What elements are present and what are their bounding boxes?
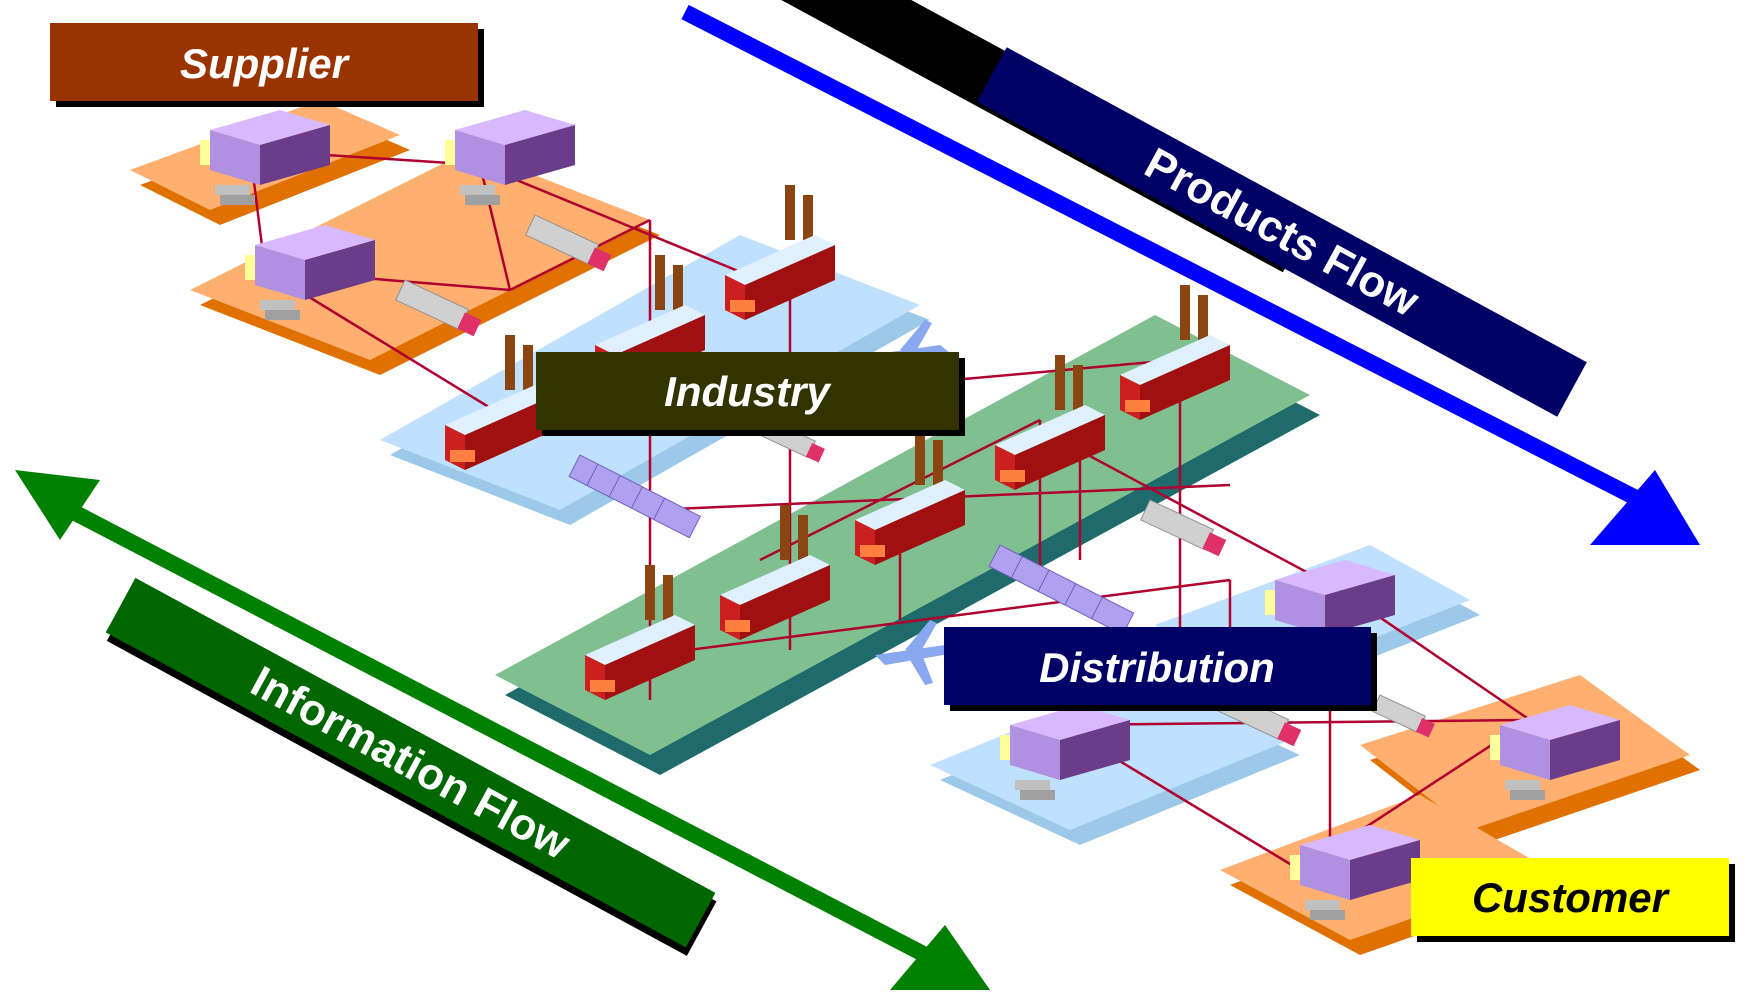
factory-icon bbox=[1120, 285, 1230, 420]
train-icon bbox=[568, 454, 701, 539]
factory-icon bbox=[725, 185, 835, 320]
warehouse-icon bbox=[245, 225, 375, 320]
airplane-icon bbox=[875, 620, 955, 685]
supplier-label-box: Supplier bbox=[50, 23, 484, 107]
train-icon bbox=[988, 544, 1135, 636]
warehouse-icon bbox=[445, 110, 575, 205]
factory-icon bbox=[585, 565, 695, 700]
vehicles bbox=[395, 214, 1435, 747]
warehouse-icon bbox=[1290, 825, 1420, 920]
warehouses bbox=[200, 110, 1620, 920]
industry-label: Industry bbox=[664, 368, 832, 415]
factory-icon bbox=[445, 335, 555, 470]
distribution-label-box: Distribution bbox=[944, 627, 1377, 711]
information-flow-arrow bbox=[15, 470, 990, 990]
supplier-platform-b bbox=[190, 150, 660, 375]
customer-label-box: Customer bbox=[1411, 858, 1735, 942]
factories bbox=[445, 185, 1230, 700]
warehouse-icon bbox=[1000, 705, 1130, 800]
supplier-label: Supplier bbox=[180, 40, 351, 87]
truck-icon bbox=[395, 279, 482, 337]
warehouse-icon bbox=[200, 110, 330, 205]
distribution-label: Distribution bbox=[1039, 644, 1275, 691]
factory-icon bbox=[995, 355, 1105, 490]
products-flow-arrow bbox=[681, 4, 1700, 545]
truck-icon bbox=[1140, 499, 1227, 557]
customer-label: Customer bbox=[1472, 874, 1671, 921]
truck-icon bbox=[525, 214, 612, 272]
warehouse-icon bbox=[1490, 705, 1620, 800]
industry-label-box: Industry bbox=[536, 352, 965, 436]
factory-icon bbox=[855, 430, 965, 565]
factory-icon bbox=[720, 505, 830, 640]
